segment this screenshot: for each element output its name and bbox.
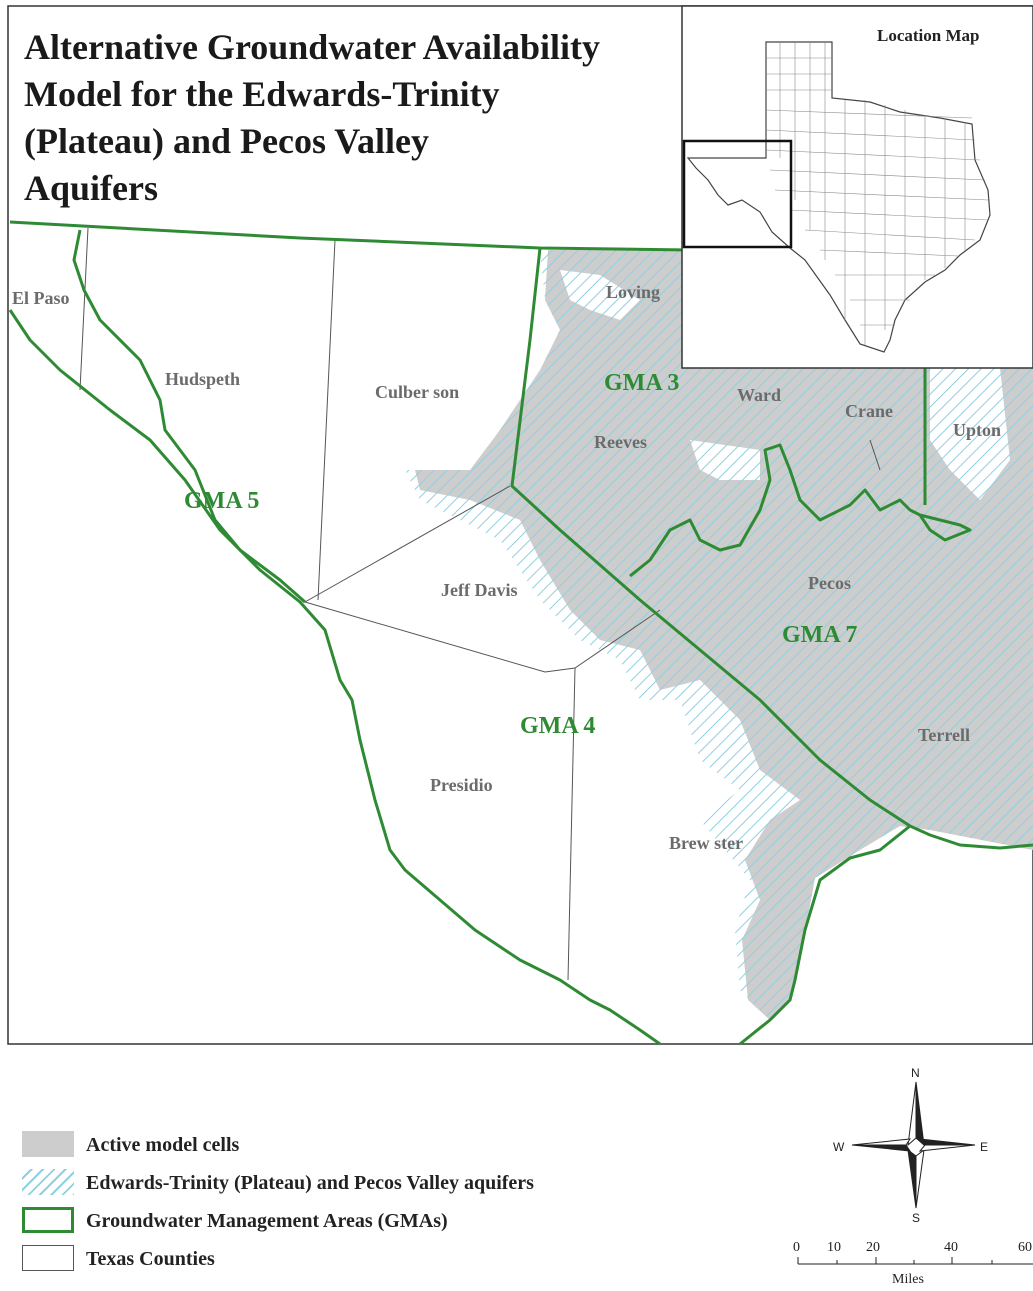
gma-boundaries <box>8 220 1033 1046</box>
legend-swatch-county <box>22 1245 74 1271</box>
county-label-el-paso: El Paso <box>12 288 70 308</box>
legend-label-aquifer: Edwards-Trinity (Plateau) and Pecos Vall… <box>86 1172 534 1194</box>
scale-tick-0: 0 <box>793 1240 800 1255</box>
compass-w: W <box>833 1140 845 1154</box>
county-label-hudspeth: Hudspeth <box>165 369 240 389</box>
aquifer-extent <box>405 250 1033 1020</box>
gma-label-3: GMA 3 <box>604 370 679 396</box>
scale-tick-20: 20 <box>866 1240 880 1255</box>
legend-swatch-aquifer <box>22 1169 74 1195</box>
study-area-box <box>682 139 793 249</box>
scale-tick-10: 10 <box>827 1240 841 1255</box>
county-label-culberson: Culber son <box>375 382 459 402</box>
gma-label-7: GMA 7 <box>782 622 857 648</box>
county-label-brewster: Brew ster <box>669 833 743 853</box>
location-map-title: Location Map <box>877 26 979 45</box>
county-label-ward: Ward <box>737 385 781 405</box>
map-title-line-4: Aquifers <box>24 168 158 208</box>
compass-s: S <box>912 1211 920 1225</box>
county-label-crane: Crane <box>845 401 893 421</box>
scale-tick-40: 40 <box>944 1240 958 1255</box>
map-title-line-1: Alternative Groundwater Availability <box>24 27 600 67</box>
county-label-upton: Upton <box>953 420 1001 440</box>
scale-tick-60: 60 <box>1018 1240 1032 1255</box>
legend-swatch-gma <box>22 1207 74 1233</box>
county-label-reeves: Reeves <box>594 432 647 452</box>
county-label-loving: Loving <box>606 282 660 302</box>
gma-label-4: GMA 4 <box>520 713 595 739</box>
gma-label-5: GMA 5 <box>184 488 259 514</box>
legend-swatch-active <box>22 1131 74 1157</box>
map-title-line-2: Model for the Edwards-Trinity <box>24 74 500 114</box>
compass-e: E <box>980 1140 988 1154</box>
legend-label-county: Texas Counties <box>86 1248 215 1270</box>
legend-label-active: Active model cells <box>86 1134 240 1156</box>
legend-label-gma: Groundwater Management Areas (GMAs) <box>86 1210 448 1232</box>
texas-outline-icon <box>686 41 991 353</box>
county-label-terrell: Terrell <box>918 725 970 745</box>
map-title-line-3: (Plateau) and Pecos Valley <box>24 121 429 161</box>
location-map-inset: Location Map <box>681 5 1033 369</box>
scale-bar: 0 10 20 40 60 Miles <box>793 1240 1033 1287</box>
county-label-jeff-davis: Jeff Davis <box>441 580 517 600</box>
scale-unit: Miles <box>892 1272 924 1287</box>
north-arrow-icon: N S E W <box>833 1066 988 1225</box>
compass-n: N <box>911 1066 920 1080</box>
map-title: Alternative Groundwater Availability Mod… <box>24 24 674 212</box>
county-label-presidio: Presidio <box>430 775 493 795</box>
county-label-pecos: Pecos <box>808 573 851 593</box>
